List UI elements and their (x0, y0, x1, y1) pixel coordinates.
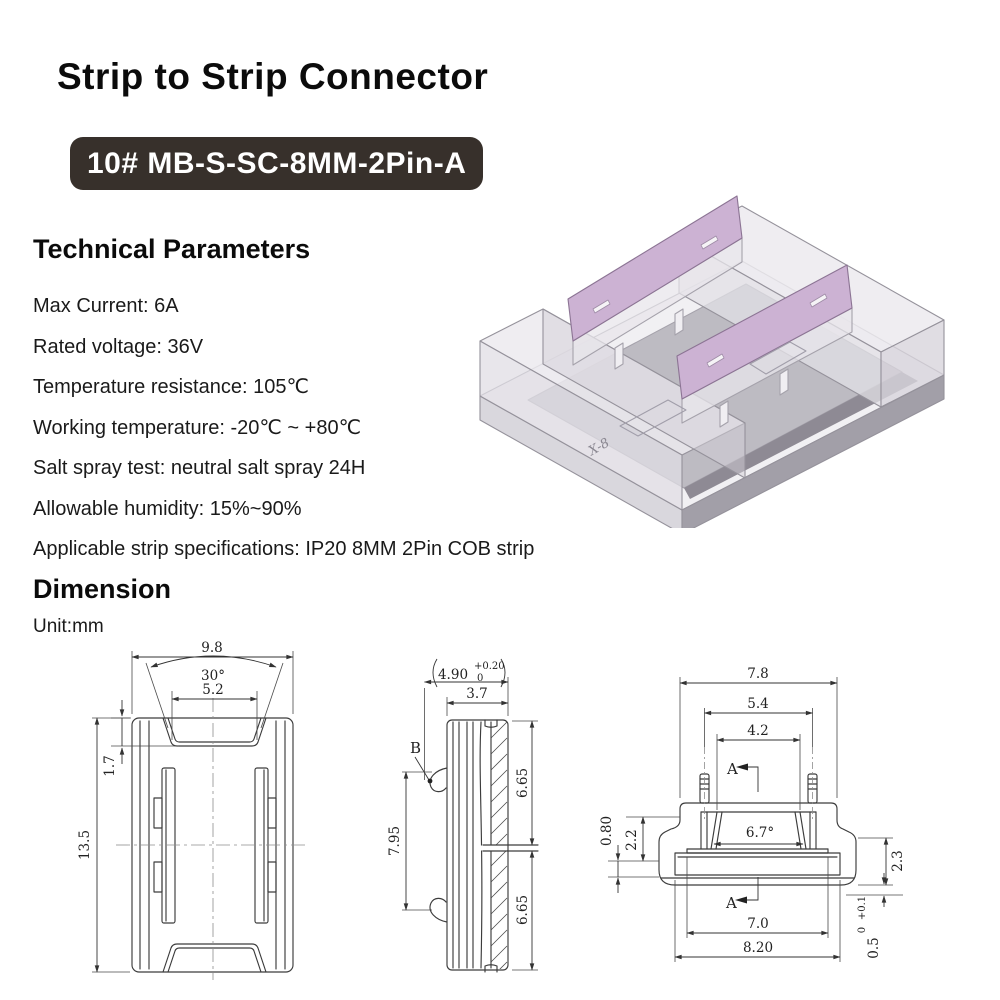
page-title: Strip to Strip Connector (57, 56, 489, 97)
dim-notch-depth: 1.7 (102, 755, 118, 776)
section-label-a-top: A (726, 760, 738, 778)
detail-label-b: B (410, 739, 421, 757)
param-max-current: Max Current: 6A (33, 295, 179, 317)
dim-overall-width-tol-lower: 0 (477, 673, 483, 684)
base-front-right-face (681, 374, 945, 528)
param-allowable-humidity: Allowable humidity: 15%~90% (33, 497, 302, 520)
dim-base-width: 8.20 (743, 940, 773, 956)
param-working-temperature: Working temperature: -20℃ ~ +80℃ (33, 416, 362, 439)
unit-label: Unit:mm (33, 616, 104, 637)
dimension-heading: Dimension (33, 574, 172, 604)
param-temperature-resistance: Temperature resistance: 105℃ (33, 376, 309, 398)
top-view-drawing: 9.8 30° 5.2 1.7 13.5 (77, 640, 309, 980)
dim-base-thickness-tol-lower: 0 (857, 927, 868, 933)
dim-top-width-front: 7.8 (747, 666, 768, 682)
dim-wall-height: 2.2 (624, 829, 640, 850)
section-hatch (490, 722, 508, 969)
product-render-image: X-8 (479, 195, 945, 528)
dim-body-length: 13.5 (77, 830, 93, 860)
dim-step-height: 0.80 (599, 816, 615, 846)
param-salt-spray-test: Salt spray test: neutral salt spray 24H (33, 457, 366, 479)
dim-base-thickness: 0.5 (866, 937, 882, 958)
dim-top-width: 9.8 (201, 640, 222, 656)
contact-blade-front (676, 264, 853, 400)
dim-base-thickness-tol-upper: +0.1 (857, 896, 868, 920)
dim-side-height: 2.3 (890, 850, 906, 871)
dim-pin-pitch: 5.4 (747, 696, 768, 712)
side-view-drawing: 4.90 +0.20 0 3.7 B 7.95 6.65 6.65 (387, 658, 539, 973)
dim-upper-half-height: 6.65 (515, 768, 531, 798)
dim-overall-width: 4.90 (438, 667, 468, 683)
dim-notch-width: 5.2 (202, 682, 223, 698)
param-rated-voltage: Rated voltage: 36V (33, 335, 204, 358)
dim-body-thickness: 3.7 (466, 686, 487, 702)
contact-blade-back (567, 195, 743, 342)
dim-wall-angle: 6.7° (746, 825, 774, 841)
dim-lower-half-height: 6.65 (515, 895, 531, 925)
dimension-drawings: 9.8 30° 5.2 1.7 13.5 (77, 640, 906, 980)
section-label-a-bottom: A (725, 894, 737, 912)
front-view-drawing: 7.8 5.4 4.2 A 6.7° A 7.0 (599, 666, 906, 962)
param-strip-specifications: Applicable strip specifications: IP20 8M… (33, 538, 535, 560)
dim-notch-angle: 30° (201, 668, 225, 684)
technical-parameters-heading: Technical Parameters (33, 234, 311, 264)
technical-parameters-list: Max Current: 6A Rated voltage: 36V Tempe… (33, 286, 534, 570)
dim-overall-width-tol-upper: +0.20 (474, 661, 505, 672)
dim-hook-span: 7.95 (387, 826, 403, 856)
dim-slot-width: 7.0 (747, 916, 768, 932)
dim-inner-width: 4.2 (747, 723, 768, 739)
model-number-badge: 10# MB-S-SC-8MM-2Pin-A (70, 137, 484, 190)
